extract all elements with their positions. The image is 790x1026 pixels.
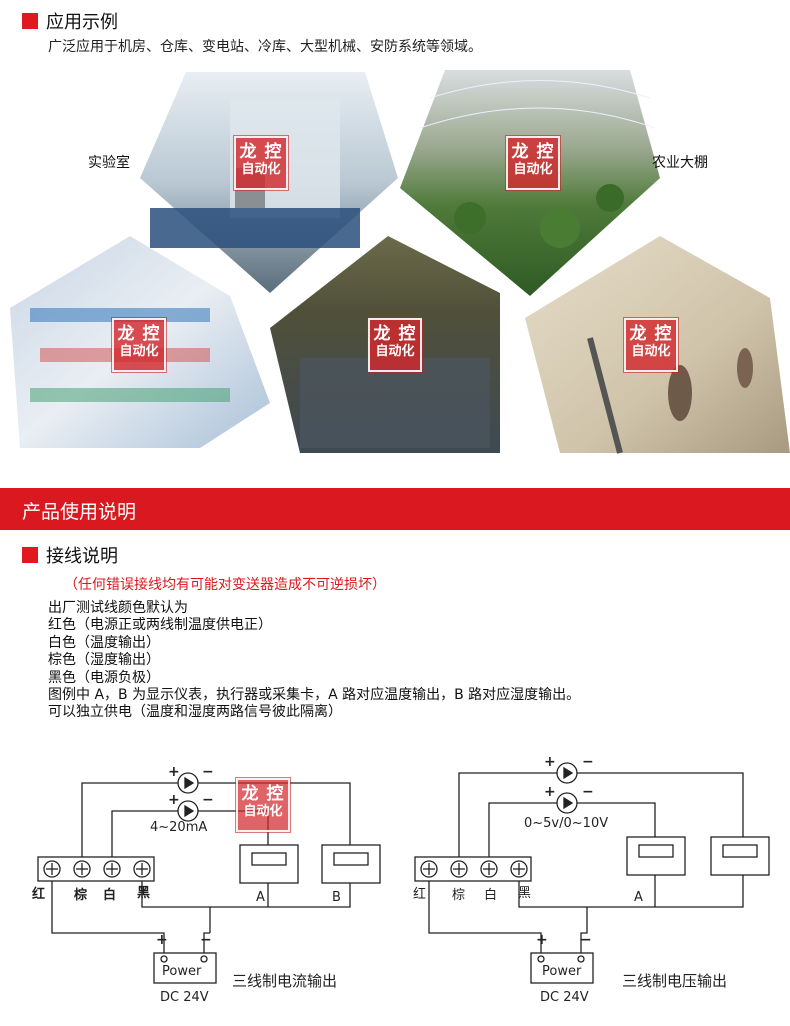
- watermark-stamp: 龙 控自动化: [368, 318, 422, 372]
- instruction-line: 白色（温度输出）: [48, 634, 160, 651]
- photo-label-laboratory: 实验室: [88, 155, 130, 171]
- diagram-caption-voltage: 三线制电压输出: [622, 972, 728, 990]
- device-b: [321, 844, 381, 884]
- meter2-minus-sign: −: [582, 784, 594, 800]
- instruction-line: 红色（电源正或两线制温度供电正）: [48, 617, 272, 634]
- terminal-label-black: 黑: [518, 886, 532, 901]
- watermark-stamp: 龙 控自动化: [236, 778, 290, 832]
- photo-label-greenhouse: 农业大棚: [652, 155, 708, 171]
- red-square-icon: [22, 13, 38, 29]
- watermark-stamp: 龙 控自动化: [112, 318, 166, 372]
- banner-title: 产品使用说明: [22, 501, 137, 523]
- application-photo-collage: [10, 70, 790, 454]
- diagram-caption-current: 三线制电流输出: [232, 972, 338, 990]
- terminal-label-brown: 棕: [74, 888, 88, 903]
- instruction-line: 图例中 A，B 为显示仪表，执行器或采集卡，A 路对应温度输出，B 路对应湿度输…: [48, 687, 581, 704]
- terminal-label-brown: 棕: [452, 888, 466, 903]
- wiring-diagram-voltage: [414, 762, 770, 984]
- section-title-text: 应用示例: [46, 12, 118, 33]
- power-plus-sign: +: [156, 932, 168, 948]
- power-supply: [530, 952, 594, 984]
- instruction-line: 可以独立供电（温度和湿度两路信号彼此隔离）: [48, 704, 342, 721]
- meter1-minus-sign: −: [582, 754, 594, 770]
- power-minus-sign: −: [200, 932, 212, 948]
- section-title-text: 接线说明: [46, 546, 118, 567]
- device-a-label: A: [634, 890, 643, 905]
- terminal-label-black: 黑: [137, 886, 151, 901]
- power-spec: DC 24V: [160, 990, 209, 1005]
- meter2-minus-sign: −: [202, 792, 214, 808]
- power-label: Power: [162, 964, 202, 979]
- wiring-warning: （任何错误接线均有可能对变送器造成不可逆损坏）: [64, 577, 386, 593]
- power-minus-sign: −: [580, 932, 592, 948]
- instruction-line: 出厂测试线颜色默认为: [48, 600, 188, 616]
- meter2-plus-sign: +: [168, 792, 180, 808]
- watermark-stamp: 龙 控自动化: [234, 136, 288, 190]
- terminal-screws: [420, 860, 528, 878]
- device-b: [710, 836, 770, 876]
- red-square-icon: [22, 547, 38, 563]
- device-a: [626, 836, 686, 876]
- meter1-plus-sign: +: [168, 764, 180, 780]
- device-b-label: B: [332, 890, 341, 905]
- device-a: [239, 844, 299, 884]
- instruction-line: 棕色（湿度输出）: [48, 652, 160, 669]
- ammeter-icon-2: [177, 800, 199, 822]
- meter2-plus-sign: +: [544, 784, 556, 800]
- application-description: 广泛应用于机房、仓库、变电站、冷库、大型机械、安防系统等领域。: [48, 39, 482, 55]
- watermark-stamp: 龙 控自动化: [506, 136, 560, 190]
- meter-label-voltage: 0~5v/0~10V: [524, 816, 609, 831]
- meter-label-current: 4~20mA: [150, 820, 208, 835]
- meter1-minus-sign: −: [202, 764, 214, 780]
- terminal-label-white: 白: [103, 888, 117, 903]
- voltmeter-icon-2: [556, 792, 578, 814]
- power-label: Power: [542, 964, 582, 979]
- power-spec: DC 24V: [540, 990, 589, 1005]
- watermark-stamp: 龙 控自动化: [624, 318, 678, 372]
- section-title-application: 应用示例: [22, 8, 118, 34]
- power-supply: [153, 952, 217, 984]
- device-a-label: A: [256, 890, 265, 905]
- terminal-label-red: 红: [32, 887, 46, 902]
- terminal-label-white: 白: [484, 888, 498, 903]
- section-title-wiring: 接线说明: [22, 542, 118, 568]
- wiring-instructions: 出厂测试线颜色默认为 红色（电源正或两线制温度供电正） 白色（温度输出） 棕色（…: [48, 600, 580, 722]
- terminal-screws: [43, 860, 151, 878]
- usage-banner: 产品使用说明: [0, 488, 790, 530]
- terminal-label-red: 红: [413, 887, 427, 902]
- ammeter-icon-1: [177, 772, 199, 794]
- meter1-plus-sign: +: [544, 754, 556, 770]
- voltmeter-icon-1: [556, 762, 578, 784]
- wiring-diagram-current: [37, 772, 381, 984]
- instruction-line: 黑色（电源负极）: [48, 669, 160, 686]
- power-plus-sign: +: [536, 932, 548, 948]
